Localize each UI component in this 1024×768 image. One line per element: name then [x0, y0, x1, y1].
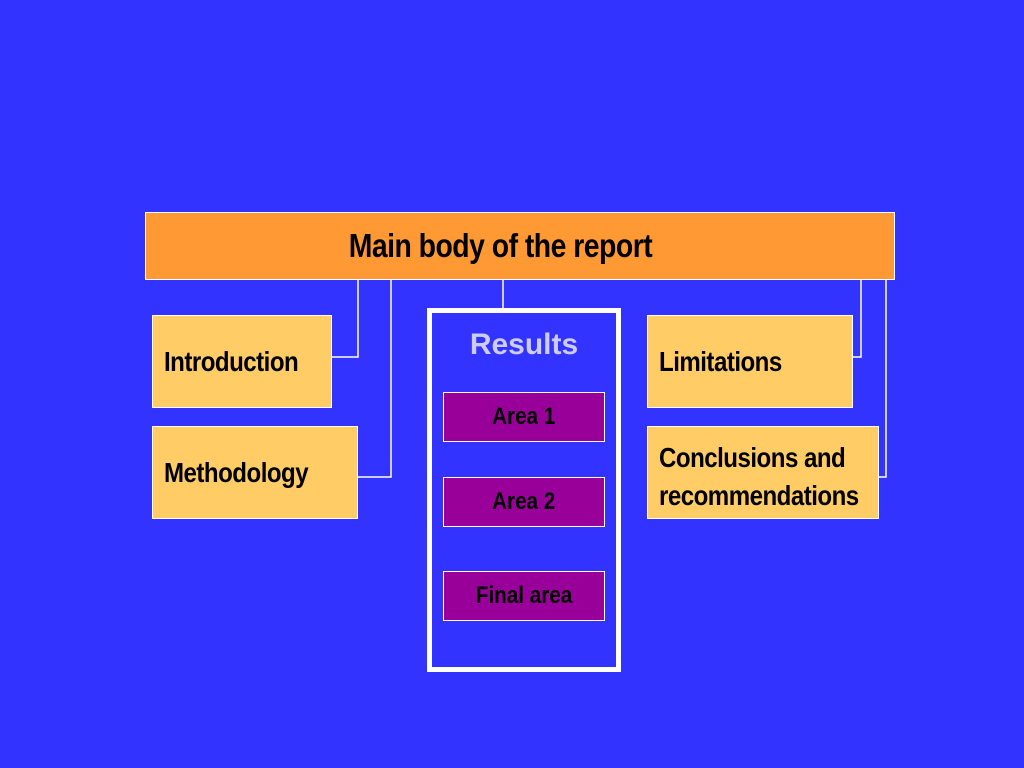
area-2-box: Area 2 — [443, 477, 605, 527]
results-frame — [427, 308, 621, 672]
connector-conclusions — [879, 280, 887, 478]
conclusions-box: Conclusions and recommendations — [647, 426, 879, 519]
main-body-title: Main body of the report — [348, 227, 652, 264]
introduction-label: Introduction — [164, 345, 299, 377]
area-1-label: Area 1 — [492, 403, 556, 430]
connector-methodology — [358, 280, 392, 478]
final-area-label: Final area — [475, 582, 573, 609]
conclusions-label: Conclusions and recommendations — [659, 442, 859, 511]
methodology-label: Methodology — [164, 456, 309, 488]
connector-introduction — [332, 280, 359, 358]
introduction-box: Introduction — [152, 315, 332, 408]
results-label: Results — [469, 328, 579, 361]
area-2-label: Area 2 — [492, 488, 556, 515]
connector-limitations — [853, 280, 862, 358]
methodology-box: Methodology — [152, 426, 358, 519]
main-body-box: Main body of the report — [145, 212, 895, 280]
limitations-box: Limitations — [647, 315, 853, 408]
final-area-box: Final area — [443, 571, 605, 621]
area-1-box: Area 1 — [443, 392, 605, 442]
limitations-label: Limitations — [659, 345, 782, 377]
